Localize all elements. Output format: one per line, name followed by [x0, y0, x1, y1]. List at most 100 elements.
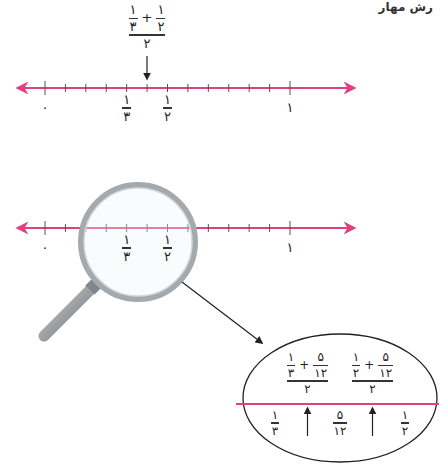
- denominator: ۳: [129, 20, 138, 34]
- numerator: ۱: [401, 409, 409, 422]
- fraction: ۱۲: [156, 3, 165, 33]
- label-group: رش مهار: [378, 1, 434, 14]
- numerator: ۱: [163, 233, 172, 247]
- fraction: ۱۳: [129, 3, 138, 33]
- denominator: ۳: [271, 425, 279, 438]
- zoom-arrow: [182, 282, 262, 343]
- fraction: ۵۱۲: [333, 409, 348, 437]
- numerator: ۵: [317, 351, 325, 364]
- tick: [65, 224, 66, 232]
- tick: [106, 84, 107, 92]
- divisor: ۲: [368, 383, 376, 396]
- numerator: ۱: [163, 93, 172, 107]
- tick: [126, 84, 127, 92]
- fraction-bar: [163, 107, 172, 108]
- label-group: ۱۲: [163, 92, 172, 123]
- average-expression: ۱۲+۵۱۲۲: [352, 351, 393, 395]
- numerator: ۵: [382, 351, 390, 364]
- tick: [65, 84, 66, 92]
- fraction: ۱۲: [163, 93, 172, 123]
- zoomed-number-line: [236, 403, 439, 405]
- fraction: ۱۳: [122, 93, 131, 123]
- denominator: ۱۲: [333, 425, 348, 438]
- tick: [290, 221, 291, 235]
- tick: [85, 84, 86, 92]
- tick-label: ۱: [286, 101, 295, 115]
- numerator: ۵: [336, 409, 344, 422]
- fraction: ۱۳: [271, 409, 279, 437]
- denominator: ۲: [401, 425, 409, 438]
- tick-label: ۱: [286, 241, 295, 255]
- fraction-bar: [129, 34, 166, 35]
- fraction-bar: [352, 380, 393, 381]
- fraction: ۱۲: [352, 351, 360, 379]
- fraction-bar: [271, 422, 279, 423]
- fraction: ۱۳: [122, 233, 131, 263]
- expression-sum: ۱۲+۵۱۲: [352, 351, 393, 379]
- tick: [269, 224, 270, 232]
- divisor: ۲: [143, 37, 152, 51]
- numerator: ۱: [352, 351, 360, 364]
- denominator: ۱۲: [313, 367, 328, 380]
- denominator: ۲: [352, 367, 360, 380]
- label-group: ۱۳: [122, 232, 131, 263]
- label-group: ۱: [286, 101, 295, 115]
- fraction-bar: [156, 18, 165, 19]
- fraction-bar: [163, 247, 172, 248]
- fraction: ۱۳: [287, 351, 295, 379]
- denominator: ۳: [287, 367, 295, 380]
- label-group: ۰: [41, 241, 50, 255]
- label-group: ۱۳+۱۲۲: [129, 2, 166, 50]
- denominator: ۳: [122, 250, 131, 264]
- tick: [208, 84, 209, 92]
- fraction: ۵۱۲: [378, 351, 393, 379]
- tick: [147, 84, 148, 92]
- fraction-bar: [352, 365, 360, 366]
- tick: [290, 81, 291, 95]
- pointer-arrow: [146, 56, 147, 79]
- label-group: ۱۲: [401, 408, 409, 437]
- fraction-bar: [378, 365, 393, 366]
- numerator: ۱: [287, 351, 295, 364]
- expression-sum: ۱۳+۱۲: [129, 3, 166, 33]
- denominator: ۲: [163, 250, 172, 264]
- divisor: ۲: [303, 383, 311, 396]
- label-group: ۱۲+۵۱۲۲: [352, 350, 393, 395]
- expression-sum: ۱۳+۵۱۲: [287, 351, 328, 379]
- plus-sign: +: [298, 359, 310, 372]
- tick: [208, 224, 209, 232]
- plus-sign: +: [363, 359, 375, 372]
- tick-label: ۰: [41, 101, 50, 115]
- fraction-bar: [287, 365, 295, 366]
- average-expression: ۱۳+۱۲۲: [129, 3, 166, 50]
- tick: [249, 224, 250, 232]
- midpoint-arrow: [372, 408, 373, 436]
- tick: [187, 84, 188, 92]
- numerator: ۱: [122, 93, 131, 107]
- denominator: ۱۲: [378, 367, 393, 380]
- numerator: ۱: [129, 3, 138, 17]
- label-group: ۱۳: [271, 408, 279, 437]
- fraction: ۱۲: [401, 409, 409, 437]
- fraction-bar: [129, 18, 138, 19]
- number-line: [18, 87, 354, 89]
- tick: [45, 81, 46, 95]
- denominator: ۲: [156, 20, 165, 34]
- zoom-oval: [243, 334, 437, 462]
- label-group: ۰: [41, 101, 50, 115]
- tick: [269, 84, 270, 92]
- tick: [228, 84, 229, 92]
- lens-rim: [84, 188, 192, 296]
- numerator: ۱: [122, 233, 131, 247]
- tick: [167, 84, 168, 92]
- fraction-bar: [401, 422, 409, 423]
- numerator: ۱: [156, 3, 165, 17]
- label-group: ۱۳: [122, 92, 131, 123]
- label-group: ۱۳+۵۱۲۲: [287, 350, 328, 395]
- fraction: ۵۱۲: [313, 351, 328, 379]
- numerator: ۱: [271, 409, 279, 422]
- fraction-bar: [122, 247, 131, 248]
- midpoint-arrow: [307, 408, 308, 436]
- fraction: ۱۲: [163, 233, 172, 263]
- magnifier-handle: [44, 284, 96, 336]
